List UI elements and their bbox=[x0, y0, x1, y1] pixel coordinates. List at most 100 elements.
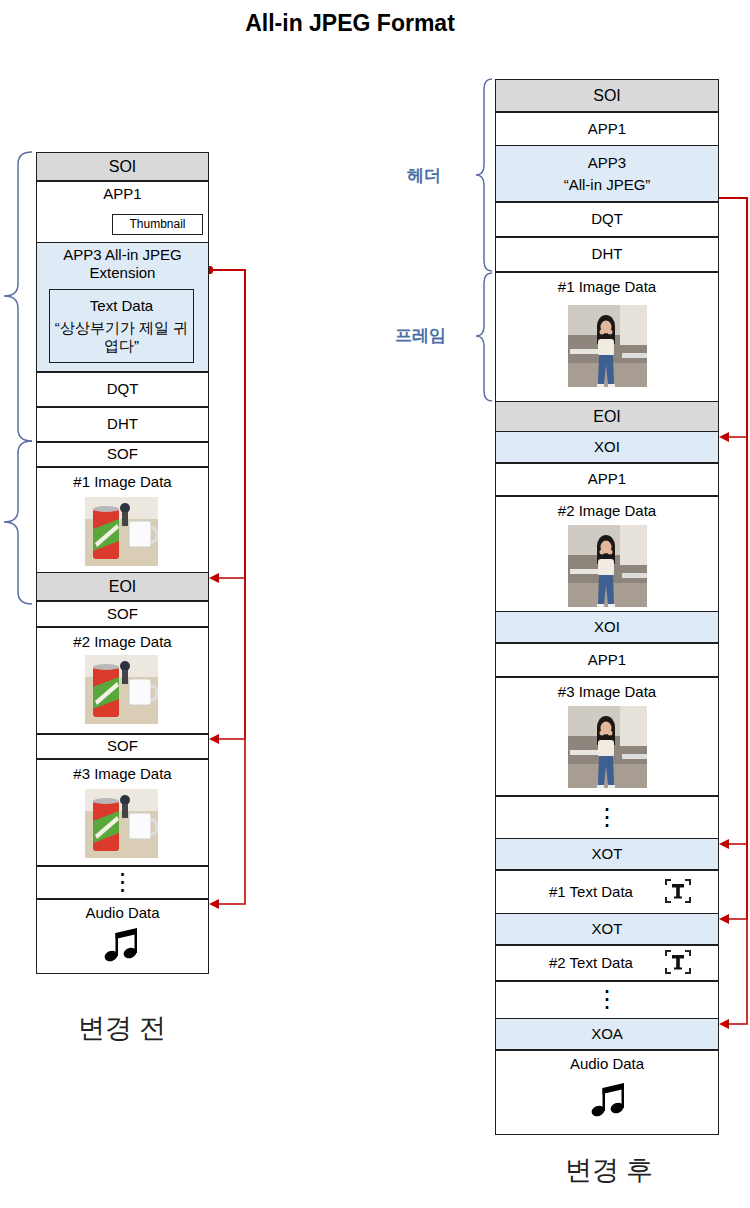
node-text: XOT bbox=[500, 920, 714, 938]
text-group: SOF bbox=[37, 737, 208, 755]
segment-box: SOF bbox=[36, 600, 209, 628]
person-photo bbox=[568, 525, 647, 607]
segment-box: #2 Image Data bbox=[36, 626, 209, 735]
frame-brace bbox=[4, 441, 32, 604]
pointer-arrow bbox=[719, 198, 747, 924]
segment-box: SOF bbox=[36, 733, 209, 760]
node-text: SOF bbox=[41, 445, 204, 463]
arrow-head bbox=[719, 432, 729, 442]
segment-box: #2 Image Data bbox=[495, 495, 719, 613]
segment-box: SOF bbox=[36, 441, 209, 468]
text-group: ⋮ bbox=[496, 985, 718, 1014]
nested-box: Text Data “상상부기가 제일 귀엽다” bbox=[49, 289, 194, 363]
node-text: DHT bbox=[500, 245, 714, 263]
can-photo bbox=[85, 655, 158, 724]
node-text: #1 Text Data bbox=[504, 883, 678, 901]
node-text: APP1 bbox=[500, 470, 714, 488]
segment-box: APP1 bbox=[495, 462, 719, 497]
text-group: #2 Text Data bbox=[496, 954, 718, 972]
caption-label: 변경 후 bbox=[565, 1154, 654, 1186]
node-text: #2 Image Data bbox=[500, 502, 714, 520]
segment-box: #1 Image Data bbox=[495, 271, 719, 403]
segment-box: APP1 bbox=[495, 642, 719, 678]
node-text: ⋮ bbox=[500, 985, 714, 1014]
can-photo bbox=[85, 497, 158, 566]
segment-box: #3 Image Data bbox=[495, 676, 719, 797]
can-photo bbox=[85, 789, 158, 858]
pointer-arrow bbox=[205, 266, 245, 909]
node-text: ⋮ bbox=[41, 868, 204, 897]
text-group: XOI bbox=[496, 618, 718, 636]
segment-box: Audio Data bbox=[36, 898, 209, 974]
segment-box: XOI bbox=[495, 611, 719, 644]
text-group: DHT bbox=[496, 245, 718, 263]
text-group: #1 Image Data bbox=[37, 473, 208, 491]
node-text: EOI bbox=[500, 407, 714, 426]
segment-box: XOT bbox=[495, 838, 719, 871]
segment-box: ⋮ bbox=[495, 795, 719, 840]
node-text: SOI bbox=[500, 86, 714, 105]
arrow-head bbox=[719, 914, 729, 924]
pointer-arrow bbox=[205, 266, 245, 744]
pointer-line bbox=[719, 198, 747, 1024]
node-text: Text Data bbox=[54, 297, 189, 315]
text-group: SOF bbox=[37, 605, 208, 623]
node-text: APP3 All-in JPEG Extension bbox=[61, 246, 184, 282]
segment-box: DQT bbox=[36, 371, 209, 408]
segment-box: EOI bbox=[36, 572, 209, 602]
segment-box: DQT bbox=[495, 201, 719, 238]
node-text: Audio Data bbox=[41, 904, 204, 922]
text-group: APP1 bbox=[37, 185, 208, 203]
node-text: #2 Text Data bbox=[504, 954, 678, 972]
node-text: “상상부기가 제일 귀엽다” bbox=[54, 319, 189, 355]
segment-box: APP3 All-in JPEG ExtensionText Data “상상부기… bbox=[36, 242, 209, 373]
node-text: APP1 bbox=[41, 185, 204, 203]
arrow-head bbox=[719, 839, 729, 849]
text-group: Thumbnail bbox=[113, 217, 202, 231]
segment-box: XOA bbox=[495, 1018, 719, 1051]
pointer-line bbox=[719, 198, 747, 437]
node-text: #2 Image Data bbox=[41, 633, 204, 651]
text-group: APP1 bbox=[496, 120, 718, 138]
nested-box: Thumbnail bbox=[112, 214, 203, 235]
text-group: XOI bbox=[496, 438, 718, 456]
segment-box: DHT bbox=[495, 236, 719, 273]
text-group: Audio Data bbox=[37, 904, 208, 922]
pointer-line bbox=[209, 270, 245, 578]
person-photo bbox=[568, 305, 647, 387]
node-text: ⋮ bbox=[500, 803, 714, 832]
pointer-line bbox=[209, 270, 245, 904]
text-group: DHT bbox=[37, 415, 208, 433]
node-text: XOA bbox=[500, 1025, 714, 1043]
brace-label: 프레임 bbox=[395, 326, 446, 346]
text-group: SOI bbox=[37, 157, 208, 176]
pointer-arrow bbox=[205, 266, 245, 583]
text-group: APP3“All-in JPEG” bbox=[496, 154, 718, 194]
text-group: Audio Data bbox=[496, 1055, 718, 1073]
person-photo bbox=[568, 706, 647, 788]
pointer-line bbox=[719, 198, 747, 844]
header-brace bbox=[4, 152, 32, 441]
node-text: APP1 bbox=[500, 120, 714, 138]
pointer-line bbox=[209, 270, 245, 739]
music-note bbox=[103, 928, 138, 963]
node-text: #3 Image Data bbox=[41, 765, 204, 783]
segment-box: APP3“All-in JPEG” bbox=[495, 145, 719, 203]
segment-box: ⋮ bbox=[495, 980, 719, 1020]
segment-box: #1 Image Data bbox=[36, 466, 209, 574]
node-text: DHT bbox=[41, 415, 204, 433]
text-group: ⋮ bbox=[37, 868, 208, 897]
segment-box: SOI bbox=[495, 79, 719, 113]
segment-box: #3 Image Data bbox=[36, 758, 209, 867]
brace-label: 헤더 bbox=[407, 166, 441, 186]
arrow-head bbox=[209, 573, 219, 583]
text-icon bbox=[666, 880, 690, 902]
text-group: APP1 bbox=[496, 651, 718, 669]
node-text: SOF bbox=[41, 605, 204, 623]
text-group: #3 Image Data bbox=[37, 765, 208, 783]
node-text: XOI bbox=[500, 438, 714, 456]
segment-box: XOT bbox=[495, 913, 719, 946]
text-group: APP1 bbox=[496, 470, 718, 488]
header-brace bbox=[476, 79, 492, 271]
